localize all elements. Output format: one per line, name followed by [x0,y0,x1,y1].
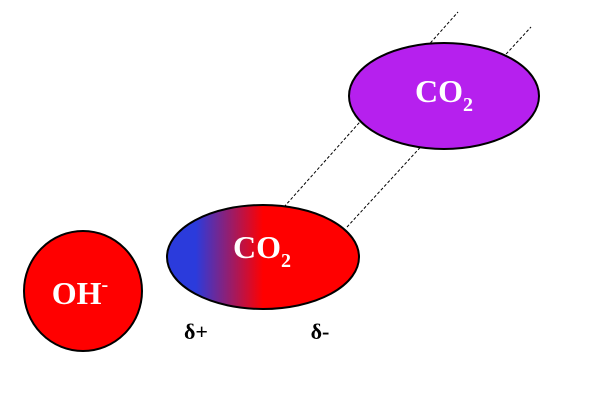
partial-negative-label: δ- [311,319,330,344]
hydroxide-ion: OH- [23,230,143,352]
hydroxide-label: OH- [52,274,108,311]
polarized-co2-label: CO2 [233,229,291,272]
free-co2-molecule: CO2 [348,42,540,150]
free-co2-label: CO2 [415,73,473,116]
free-co2-ellipse [348,42,540,150]
polarized-co2-molecule: CO2 [166,204,360,310]
polarized-co2-ellipse [166,204,360,310]
hydroxide-circle [23,230,143,352]
partial-positive-label: δ+ [184,319,208,344]
